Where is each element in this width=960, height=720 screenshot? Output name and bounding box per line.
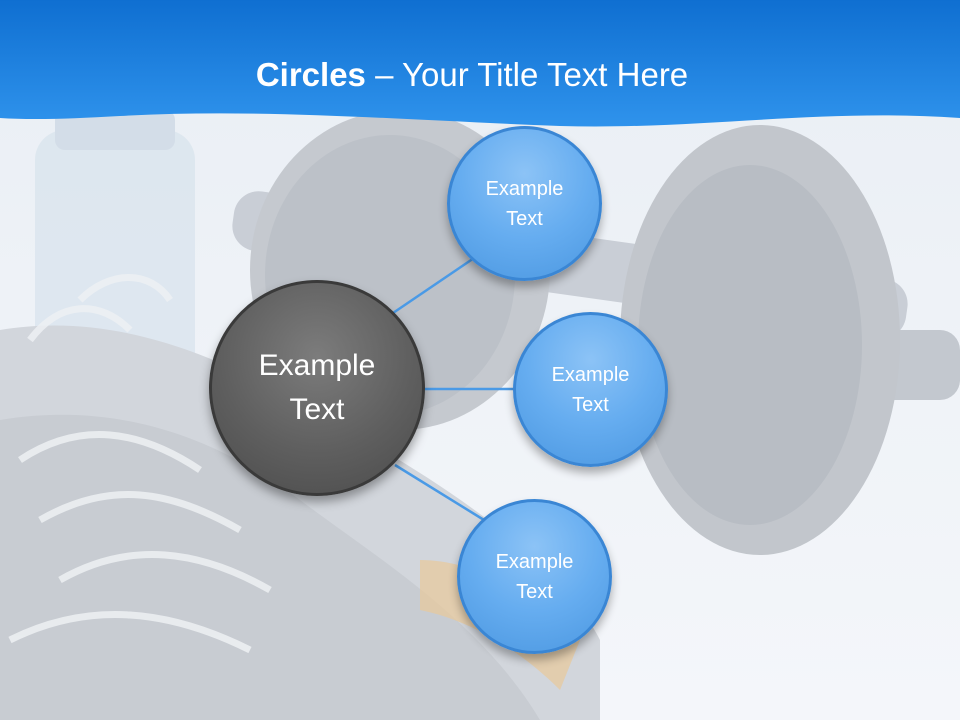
header-banner — [0, 0, 960, 127]
node-2-label-line1: Example — [551, 363, 630, 386]
hub-label-line1: Example — [258, 349, 376, 382]
node-circle-2: Example Text — [513, 312, 668, 467]
node-1-label-line2: Text — [506, 207, 543, 230]
connector-line-1 — [392, 252, 481, 315]
page-title: Circles – Your Title Text Here — [0, 56, 944, 94]
node-circle-1: Example Text — [447, 126, 602, 281]
title-rest: – Your Title Text Here — [365, 56, 689, 93]
node-3-label-line2: Text — [516, 580, 553, 603]
title-bold: Circles — [255, 56, 366, 93]
node-2-label-line2: Text — [572, 393, 609, 416]
hub-circle: Example Text — [209, 280, 425, 496]
connector-line-3 — [394, 463, 485, 522]
hub-label-line2: Text — [289, 393, 345, 426]
node-1-label-line1: Example — [485, 177, 564, 200]
node-circle-3: Example Text — [457, 499, 612, 654]
node-3-label-line1: Example — [495, 550, 574, 573]
